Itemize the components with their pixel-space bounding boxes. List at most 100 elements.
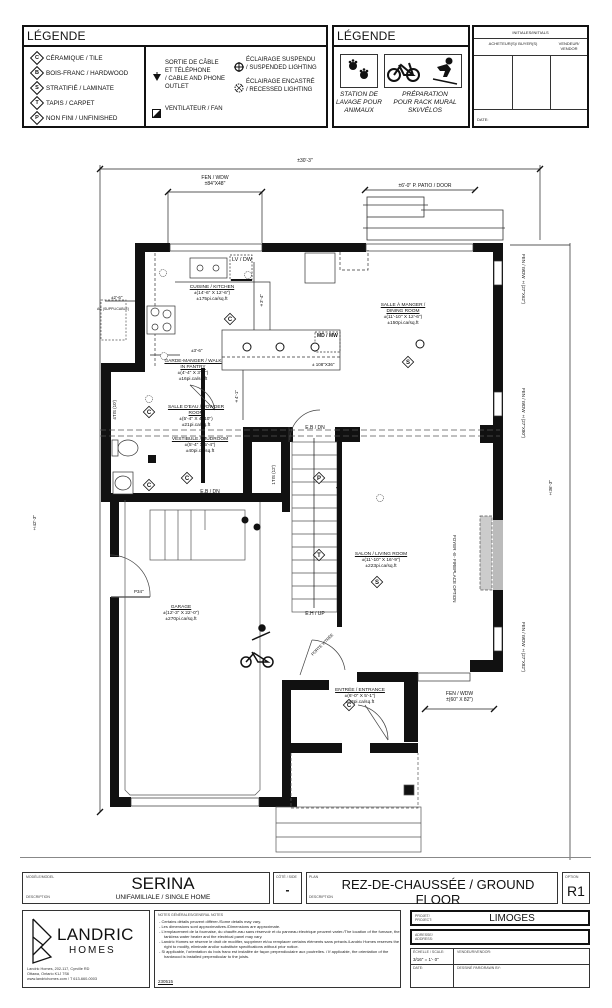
room-area: ±16pi.ca/sq.ft [178,377,208,382]
paw-prints-icon [340,54,378,88]
fan-symbol [148,455,156,463]
note-item: - Les dimensions sont approximatives./Di… [159,924,281,929]
notes-code: 230515 [158,979,174,984]
floor-finish-markers [142,312,415,712]
initials-header-line [474,38,587,39]
vendor-initial[interactable] [551,56,587,109]
ac-label: AC (SUPPLICABLE) [96,307,130,311]
dim-4-1: ±4'-1" [234,390,239,404]
finish-code-icon: P [29,110,45,126]
fireplace [493,520,503,590]
kitchen-fixtures [146,250,369,371]
overall-depth-left: ±42'-3" [32,515,37,532]
project-label: PROJET/ PROJECT: [415,914,432,922]
side-label: CÔTÉ / SIDE [276,875,297,879]
model-label: MODÈLE/MODEL [26,875,55,879]
initials-row-line [474,55,587,56]
notes-box: NOTES GÉNÉRALES/GENERAL NOTES - Certains… [154,910,401,988]
md-mw-label: MD / MW [317,333,338,339]
title-block-frame [20,857,591,858]
eb-dn-label-top: E.B / DN [305,425,325,431]
finish-label: TAPIS / CARPET [46,99,95,107]
buyer-header: ACHETEUR(S)/ BUYER(S) [488,41,538,46]
room-area: ±43pi.ca/sq.ft [345,700,375,705]
finish-label: STRATIFIÉ / LAMINATE [46,84,114,92]
scale-box: ÉCHELLE / SCALE: 3/16" = 1'- 0" VENDEUR/… [410,948,590,988]
walls [101,243,503,807]
room-size: ±(14'-6" X 12'-6") [193,291,231,296]
project-name: LIMOGES [489,913,535,924]
pet-wash-label: STATION DE LAVAGE POUR ANIMAUX [336,91,382,114]
plan-box: PLAN DESCRIPTION REZ-DE-CHAUSSÉE / GROUN… [306,872,558,907]
buyer-initial-2[interactable] [512,56,551,109]
room-size: ±(5'-4" X 4'-10") [179,417,213,422]
legend-column-divider [144,45,146,126]
model-box: MODÈLE/MODEL DESCRIPTION SERINA UNIFAMIL… [22,872,270,904]
window-right-3-label: FEN / WDW ±(27"X82") [521,622,526,672]
room-label: SALON / LIVING ROOM±(11'-10" X 16'-9")±2… [352,552,410,570]
model-desc-label: DESCRIPTION [26,895,50,899]
dimension-lines [99,165,571,860]
svg-text:T: T [317,553,321,559]
side-box: CÔTÉ / SIDE - [273,872,302,904]
door-swings [109,384,389,741]
company-name-line2: HOMES [69,945,116,956]
option-box: OPTION R1 [562,872,590,904]
overall-depth-right: ±36'-3" [548,480,553,497]
note-item: - Landric Homes se réserve le droit de m… [159,939,400,949]
svg-text:C: C [147,410,152,416]
lv-dw-label: LV / DW [232,257,253,263]
plan-name: REZ-DE-CHAUSSÉE / GROUND FLOOR [341,877,535,907]
eh-up-label: E.H / UP [305,611,325,617]
dim-2-6: ±2'-6" [111,295,123,300]
vendor-header: VENDEUR/ VENDOR [558,41,580,51]
legend-special-title: LÉGENDE [337,29,396,43]
room-label: GARDE-MANGER / WALK IN PANTRY±(4'-4" X 3… [164,359,222,383]
finish-label: CÉRAMIQUE / TILE [46,54,103,62]
room-area: ±175pi.ca/sq.ft [196,297,228,302]
finish-code-icon: T [29,95,45,111]
patio-door-label: ±6'-0" P. PATIO / DOOR [398,183,452,189]
vendor-label: VENDEUR/VENDOR: [457,950,492,954]
company-box: LANDRIC HOMES Landric Homes, 202-117, Cy… [22,910,150,988]
bike-ski-icon [384,54,462,88]
room-area: ±21pi.ca/sq.ft [181,423,211,428]
room-label: ENTRÉE / ENTRANCE±(6'-0" X 5'-1")±43pi.c… [331,688,389,706]
room-label: GARAGE±(12'-3" X 22'-0")±270pi.ca/sq.ft [152,605,210,623]
fan-icon [152,105,161,123]
buyer-initial-1[interactable] [474,56,513,109]
tis-left-label: 4TIS (10') [112,400,117,420]
tis-right-label: 1TIS (12') [271,465,276,485]
note-item: - L'emplacement de la fournaise, du chau… [159,929,400,939]
eb-dn-label-mud: E.B / DN [200,489,220,495]
dimension-ticks [96,165,544,816]
plan-cable-outlet [336,487,342,493]
finish-code-icon: B [29,65,45,81]
room-size: ±(11'-10" X 16'-9") [361,558,401,563]
garage-door-label: P34" [134,589,144,594]
room-size: ±(6'-0" X 5'-1") [344,694,376,699]
room-size: ±(4'-4" X 3'-9") [177,371,209,376]
initials-panel: INITIALES/INITIALS ACHETEUR(S)/ BUYER(S)… [472,25,589,128]
overall-width-dim: ±30'-3" [297,158,313,164]
svg-text:C: C [147,483,152,489]
garage-ski-bike-icon [240,624,274,668]
room-name: SALON / LIVING ROOM [354,552,408,557]
svg-text:C: C [185,476,190,482]
window-right-2-label: FEN / WDW ±(27"X80") [521,388,526,438]
room-name: VESTIBULE / MUDROOM [171,437,229,442]
plan-desc-label: DESCRIPTION [309,895,333,899]
landric-logo-icon [32,918,53,964]
tis-entry-label: 1TIS (12') [286,718,291,738]
garage-and-porch [100,299,500,853]
room-area: ±150pi.ca/sq.ft [387,321,419,326]
fireplace-label: FOYER -E- FIREPLACE OPTION [452,535,457,603]
date-label: DATE: [413,966,424,970]
project-box: PROJET/ PROJECT: LIMOGES [410,910,590,926]
